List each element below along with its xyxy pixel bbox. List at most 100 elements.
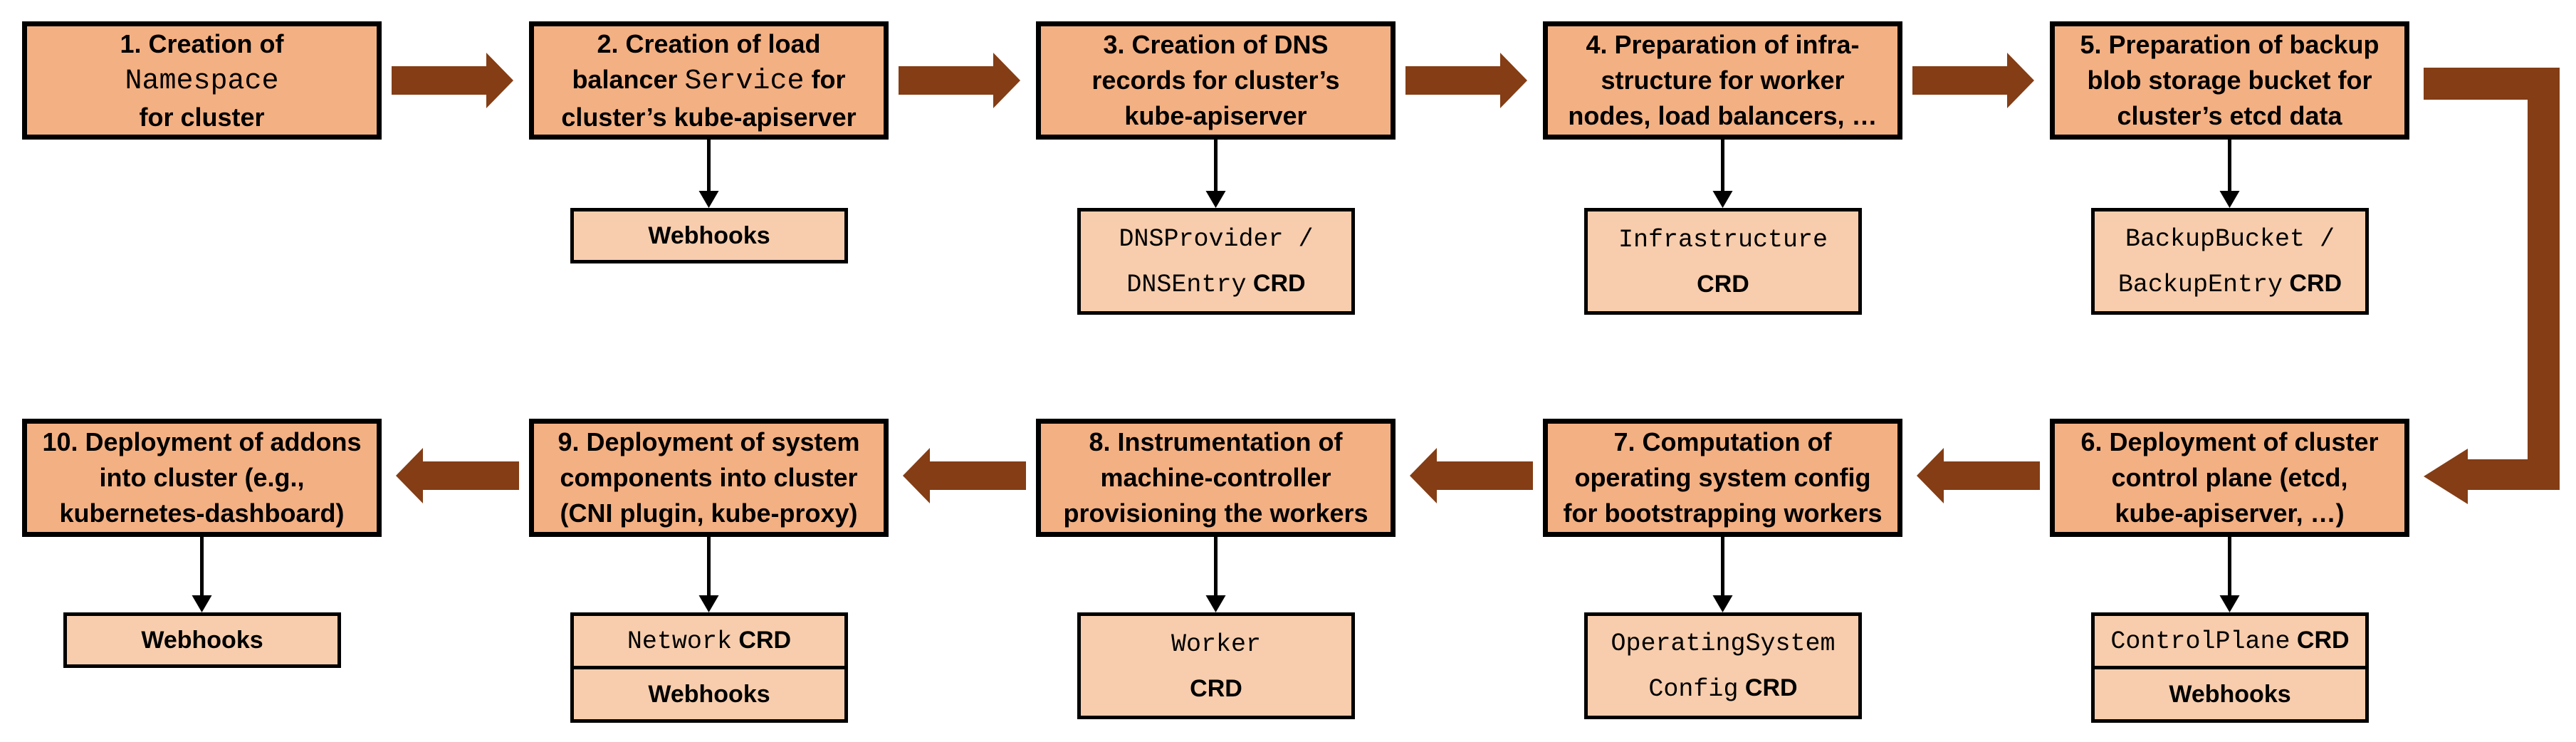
label-segment: CRD (1697, 271, 1749, 298)
label-segment: CRD (731, 627, 792, 654)
label-segment: BackupBucket / (2125, 225, 2335, 254)
sub-connector-arrowhead (2219, 595, 2240, 612)
label-segment: 4. Preparation of infra- (1586, 30, 1860, 59)
label-line: for bootstrapping workers (1563, 496, 1882, 531)
label-line: Webhooks (648, 672, 770, 716)
flow-arrow-6-7 (1917, 448, 2040, 503)
label-segment: DNSProvider / (1119, 225, 1314, 254)
sub-connector-arrowhead (1205, 191, 1226, 208)
step-10-resource-cell: Webhooks (67, 616, 337, 664)
label-segment: control plane (etcd, (2111, 463, 2348, 492)
label-segment: kube-apiserver (1124, 101, 1307, 130)
label-line: Namespace (125, 62, 278, 100)
label-line: blob storage bucket for (2087, 63, 2372, 98)
label-line: 7. Computation of (1614, 424, 1832, 460)
step-3-box: 3. Creation of DNS records for cluster’s k… (1036, 21, 1396, 140)
label-segment: machine-controller (1100, 463, 1331, 492)
label-line: kubernetes-dashboard) (59, 496, 344, 531)
label-segment: records for cluster’s (1091, 66, 1340, 95)
step-5-box: 5. Preparation of backup blob storage buc… (2050, 21, 2409, 140)
step-7-box: 7. Computation of operating system config… (1543, 419, 1902, 537)
label-segment: 9. Deployment of system (557, 427, 860, 456)
step-2-resource-box: Webhooks (570, 208, 848, 263)
flow-arrow-2-3 (899, 53, 1020, 108)
label-segment: 3. Creation of DNS (1103, 30, 1329, 59)
label-line: 2. Creation of load (597, 26, 820, 62)
label-segment: CRD (1246, 270, 1306, 297)
step-2-resource-cell: Webhooks (574, 211, 844, 260)
label-segment: Network (627, 627, 732, 656)
label-segment: 10. Deployment of addons (42, 427, 362, 456)
step-9-resource-box: Network CRD Webhooks (570, 612, 848, 723)
label-segment: kube-apiserver, …) (2115, 498, 2345, 528)
label-line: CRD (1190, 667, 1242, 711)
label-segment: cluster’s kube-apiserver (561, 102, 857, 132)
label-line: cluster’s kube-apiserver (561, 100, 856, 135)
label-line: BackupBucket / (2125, 216, 2335, 261)
label-line: DNSEntry CRD (1126, 261, 1305, 307)
step-1-box: 1. Creation of Namespace for cluster (22, 21, 382, 140)
label-line: kube-apiserver (1124, 98, 1307, 134)
label-line: 4. Preparation of infra- (1586, 27, 1859, 63)
flow-arrow-4-5 (1912, 53, 2034, 108)
label-segment: Namespace (125, 65, 279, 98)
label-segment: ControlPlane (2110, 627, 2290, 656)
step-3-resource-box: DNSProvider / DNSEntry CRD (1077, 208, 1355, 315)
label-line: 5. Preparation of backup (2080, 27, 2379, 63)
elbow-flow-arrow-5-6 (2424, 68, 2560, 504)
step-6-resource-cell: ControlPlane CRD (2095, 616, 2365, 666)
label-segment: (CNI plugin, kube-proxy) (560, 498, 858, 528)
label-segment: for cluster (139, 102, 265, 132)
label-line: operating system config (1574, 460, 1870, 496)
sub-connector-arrowhead (1205, 595, 1226, 612)
label-line: control plane (etcd, (2111, 460, 2347, 496)
label-segment: 8. Instrumentation of (1089, 427, 1343, 456)
sub-connector-arrowhead (2219, 191, 2240, 208)
label-line: into cluster (e.g., (99, 460, 304, 496)
label-line: Network CRD (627, 618, 791, 664)
label-line: for cluster (139, 100, 264, 135)
label-line: 10. Deployment of addons (42, 424, 361, 460)
label-line: balancer Service for (572, 62, 845, 100)
flow-arrow-9-10 (396, 448, 519, 503)
label-segment: kubernetes-dashboard) (59, 498, 345, 528)
step-10-resource-box: Webhooks (63, 612, 341, 668)
label-segment: CRD (1190, 675, 1242, 702)
label-segment: balancer (572, 64, 685, 94)
label-segment: Webhooks (141, 627, 263, 654)
step-5-resource-box: BackupBucket / BackupEntry CRD (2091, 208, 2369, 315)
label-segment: 7. Computation of (1613, 427, 1832, 456)
label-segment: into cluster (e.g., (99, 463, 305, 492)
label-line: cluster’s etcd data (2117, 98, 2342, 134)
step-3-resource-cell: DNSProvider / DNSEntry CRD (1081, 211, 1351, 311)
label-segment: for (804, 64, 846, 94)
label-line: Config CRD (1648, 666, 1797, 711)
label-segment: 6. Deployment of cluster (2080, 427, 2379, 456)
label-segment: 2. Creation of load (597, 28, 821, 58)
label-line: records for cluster’s (1091, 63, 1339, 98)
label-line: machine-controller (1100, 460, 1331, 496)
step-9-box: 9. Deployment of system components into c… (529, 419, 889, 537)
label-segment: blob storage bucket for (2087, 66, 2372, 95)
label-segment: cluster’s etcd data (2117, 101, 2342, 130)
label-line: CRD (1697, 262, 1749, 306)
step-5-resource-cell: BackupBucket / BackupEntry CRD (2095, 211, 2365, 311)
label-line: components into cluster (560, 460, 857, 496)
label-line: BackupEntry CRD (2118, 261, 2342, 307)
label-line: Webhooks (648, 214, 770, 258)
label-segment: 1. Creation of (120, 28, 284, 58)
label-segment: operating system config (1574, 463, 1871, 492)
label-segment: Webhooks (648, 681, 770, 708)
label-line: nodes, load balancers, … (1568, 98, 1877, 134)
label-line: Worker (1171, 621, 1261, 667)
flow-arrow-8-9 (903, 448, 1026, 503)
step-10-box: 10. Deployment of addons into cluster (e.… (22, 419, 382, 537)
